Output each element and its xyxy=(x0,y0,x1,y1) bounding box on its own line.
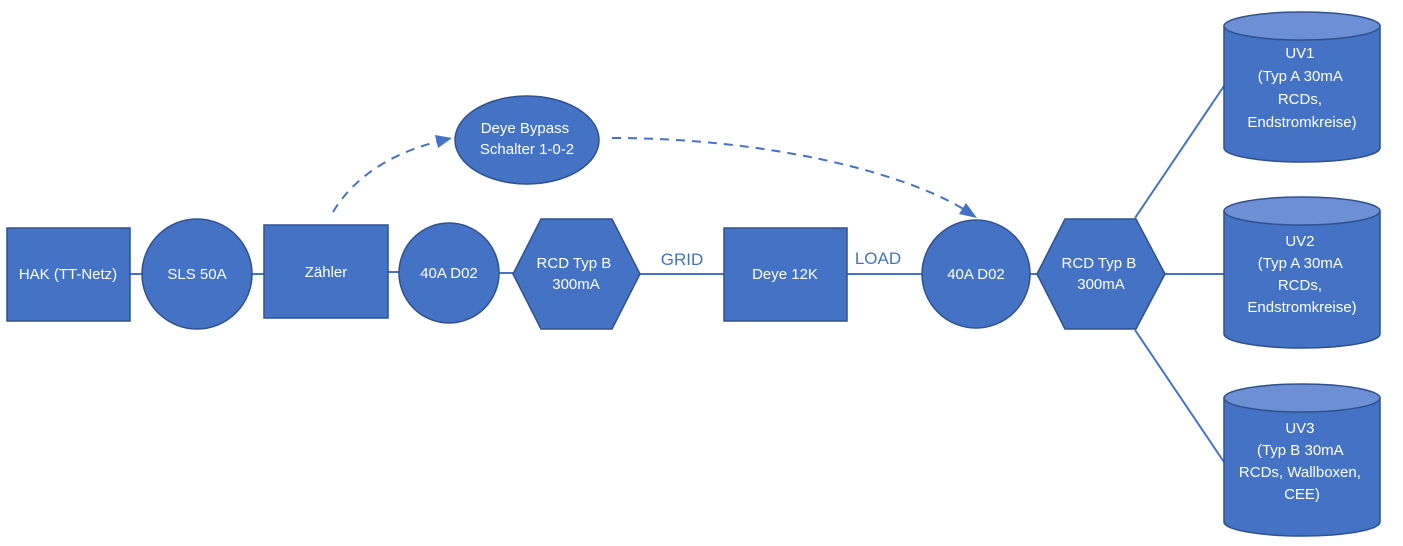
node-fuse1-label: 40A D02 xyxy=(420,265,478,282)
node-uv1-line2: (Typ A 30mA xyxy=(1258,68,1343,85)
node-rcd1: RCD Typ B 300mA xyxy=(512,218,641,330)
edge-label-grid: GRID xyxy=(661,250,704,269)
node-zaehler-label: Zähler xyxy=(305,264,348,281)
svg-text:UV2 (Typ A 30mA RC: UV2 (Typ A 30mA RCDs, Endstromkreise) xyxy=(1247,233,1356,316)
node-uv2-line2: (Typ A 30mA xyxy=(1258,255,1343,272)
connector-rcd2-uv3 xyxy=(1134,329,1225,463)
node-fuse2: 40A D02 xyxy=(921,219,1031,329)
node-uv1-line4: Endstromkreise) xyxy=(1247,114,1356,131)
node-uv3: UV3 (Typ B 30mA RCDs, Wallboxen, CEE) xyxy=(1223,383,1381,537)
node-uv2-line3: RCDs, xyxy=(1278,277,1322,294)
node-uv3-line4: CEE) xyxy=(1284,486,1320,503)
edge-label-load: LOAD xyxy=(855,249,901,268)
node-uv2: UV2 (Typ A 30mA RCDs, Endstromkreise) xyxy=(1223,196,1381,349)
node-uv3-line1: UV3 xyxy=(1285,420,1314,437)
svg-text:SLS 50A: SLS 50A xyxy=(167,266,226,283)
node-uv1-line3: RCDs, xyxy=(1278,91,1322,108)
node-fuse2-label: 40A D02 xyxy=(947,266,1005,283)
svg-text:UV1 (Typ A 30mA RC: UV1 (Typ A 30mA RCDs, Endstromkreise) xyxy=(1247,45,1356,131)
node-rcd1-line2: 300mA xyxy=(552,276,600,293)
bypass-curve-out xyxy=(611,137,966,211)
node-rcd2-line2: 300mA xyxy=(1077,276,1125,293)
node-sls: SLS 50A xyxy=(141,218,253,330)
connector-rcd2-uv1 xyxy=(1134,85,1225,219)
node-uv3-line2: (Typ B 30mA xyxy=(1257,442,1344,459)
node-zaehler: Zähler xyxy=(263,224,389,319)
node-uv1-line1: UV1 xyxy=(1285,45,1314,62)
node-rcd2: RCD Typ B 300mA xyxy=(1036,218,1166,330)
bypass-curve-in xyxy=(332,140,441,213)
node-sls-label: SLS 50A xyxy=(167,266,226,283)
svg-text:40A D02: 40A D02 xyxy=(947,266,1005,283)
svg-text:RCD Typ B 300mA: RCD Typ B 300mA xyxy=(1062,255,1141,293)
bypass-arrow-out-icon xyxy=(959,203,977,218)
node-uv2-line1: UV2 xyxy=(1285,233,1314,250)
node-fuse1: 40A D02 xyxy=(398,222,500,324)
svg-text:Deye 12K: Deye 12K xyxy=(752,266,818,283)
node-uv1: UV1 (Typ A 30mA RCDs, Endstromkreise) xyxy=(1223,11,1381,163)
svg-text:RCD Typ B 300mA: RCD Typ B 300mA xyxy=(537,255,616,293)
svg-text:40A D02: 40A D02 xyxy=(420,265,478,282)
svg-text:HAK (TT-Netz): HAK (TT-Netz) xyxy=(19,266,117,283)
node-bypass: Deye Bypass Schalter 1-0-2 xyxy=(454,95,600,185)
node-bypass-line1: Deye Bypass xyxy=(481,120,569,137)
node-uv3-line3: RCDs, Wallboxen, xyxy=(1239,464,1361,481)
node-hak: HAK (TT-Netz) xyxy=(6,227,131,322)
svg-text:Deye Bypass Schalter 1-0: Deye Bypass Schalter 1-0-2 xyxy=(480,120,574,158)
node-bypass-line2: Schalter 1-0-2 xyxy=(480,141,574,158)
node-hak-label: HAK (TT-Netz) xyxy=(19,266,117,283)
node-uv2-line4: Endstromkreise) xyxy=(1247,299,1356,316)
node-deye: Deye 12K xyxy=(723,227,848,322)
svg-text:UV3 (Typ B 30mA RC: UV3 (Typ B 30mA RCDs, Wallboxen, CEE) xyxy=(1239,420,1365,503)
svg-text:Zähler: Zähler xyxy=(305,264,348,281)
node-deye-label: Deye 12K xyxy=(752,266,818,283)
node-rcd2-line1: RCD Typ B xyxy=(1062,255,1137,272)
node-rcd1-line1: RCD Typ B xyxy=(537,255,612,272)
bypass-arrow-in-icon xyxy=(435,135,452,148)
